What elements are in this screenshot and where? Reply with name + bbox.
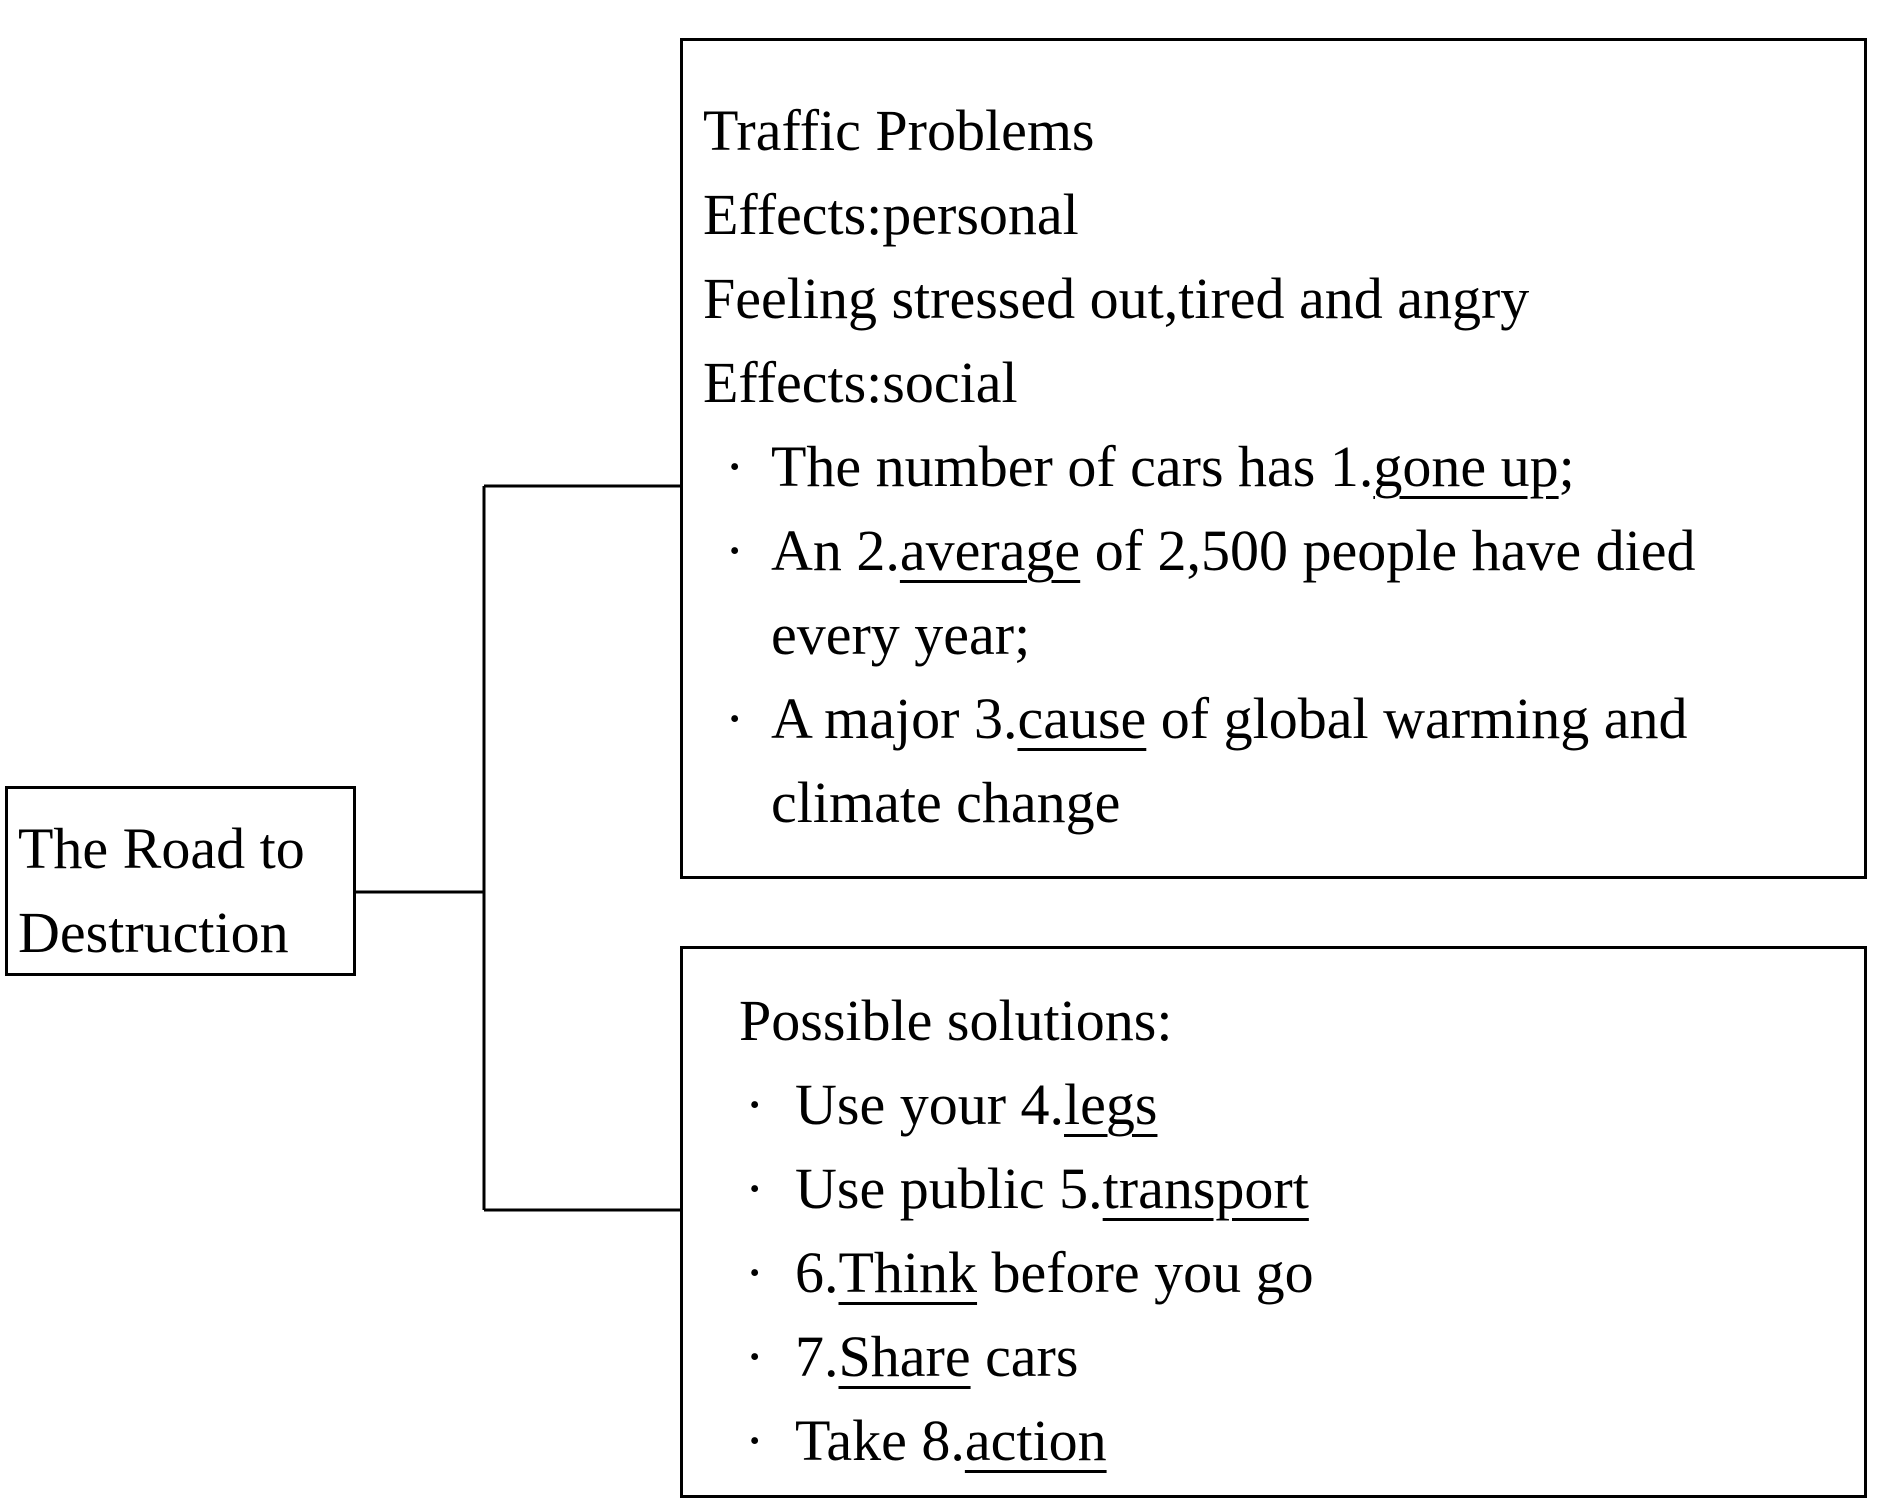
- answer-blank-3: cause: [1017, 686, 1147, 751]
- root-title-line-1: The Road to: [18, 816, 305, 881]
- social-effect-text: The number of cars has 1.gone up;: [771, 425, 1575, 509]
- social-effect-item-3: · A major 3.cause of global warming and …: [703, 677, 1864, 845]
- social-effect-text: An 2.average of 2,500 people have died e…: [771, 509, 1695, 677]
- solution-item-2: · Use public 5.transport: [739, 1147, 1864, 1231]
- answer-blank-8: action: [964, 1408, 1107, 1473]
- bullet-dot: ·: [745, 1072, 765, 1137]
- answer-blank-6: Think: [838, 1240, 978, 1305]
- bullet-dot: ·: [725, 518, 745, 583]
- bullet-dot: ·: [745, 1408, 765, 1473]
- root-title-line-2: Destruction: [18, 900, 289, 965]
- personal-effects-heading: Effects:personal: [703, 182, 1079, 247]
- item-suffix: ;: [1558, 434, 1575, 499]
- answer-blank-7: Share: [838, 1324, 971, 1389]
- bullet-dot: ·: [725, 686, 745, 751]
- item-prefix: Take 8.: [795, 1408, 965, 1473]
- item-suffix: before you go: [977, 1240, 1314, 1305]
- possible-solutions-box: Possible solutions: · Use your 4.legs · …: [680, 946, 1867, 1498]
- item-prefix: An 2.: [771, 518, 900, 583]
- answer-blank-1: gone up: [1373, 434, 1559, 499]
- bullet-dot: ·: [745, 1156, 765, 1221]
- social-effect-item-2: · An 2.average of 2,500 people have died…: [703, 509, 1864, 677]
- item-suffix: cars: [970, 1324, 1079, 1389]
- bullet-dot: ·: [745, 1324, 765, 1389]
- personal-effects-text: Feeling stressed out,tired and angry: [703, 266, 1530, 331]
- bullet-dot: ·: [745, 1240, 765, 1305]
- item-prefix: 7.: [795, 1324, 839, 1389]
- traffic-problems-box: Traffic Problems Effects:personal Feelin…: [680, 38, 1867, 879]
- solution-item-5: · Take 8.action: [739, 1399, 1864, 1483]
- problems-title: Traffic Problems: [703, 98, 1095, 163]
- solution-item-1: · Use your 4.legs: [739, 1063, 1864, 1147]
- solution-item-3: · 6.Think before you go: [739, 1231, 1864, 1315]
- item-prefix: A major 3.: [771, 686, 1018, 751]
- item-prefix: Use public 5.: [795, 1156, 1103, 1221]
- solutions-title: Possible solutions:: [739, 988, 1173, 1053]
- answer-blank-2: average: [899, 518, 1081, 583]
- item-continuation: climate change: [771, 770, 1121, 835]
- solution-item-4: · 7.Share cars: [739, 1315, 1864, 1399]
- social-effects-heading: Effects:social: [703, 350, 1018, 415]
- answer-blank-5: transport: [1102, 1156, 1309, 1221]
- root-node-box: The Road to Destruction: [5, 786, 356, 976]
- bullet-dot: ·: [725, 434, 745, 499]
- social-effect-text: A major 3.cause of global warming and cl…: [771, 677, 1688, 845]
- item-prefix: Use your 4.: [795, 1072, 1065, 1137]
- answer-blank-4: legs: [1064, 1072, 1158, 1137]
- item-prefix: The number of cars has 1.: [771, 434, 1374, 499]
- item-prefix: 6.: [795, 1240, 839, 1305]
- item-suffix: of global warming and: [1146, 686, 1688, 751]
- item-suffix: of 2,500 people have died: [1080, 518, 1696, 583]
- social-effect-item-1: · The number of cars has 1.gone up;: [703, 425, 1864, 509]
- item-continuation: every year;: [771, 602, 1031, 667]
